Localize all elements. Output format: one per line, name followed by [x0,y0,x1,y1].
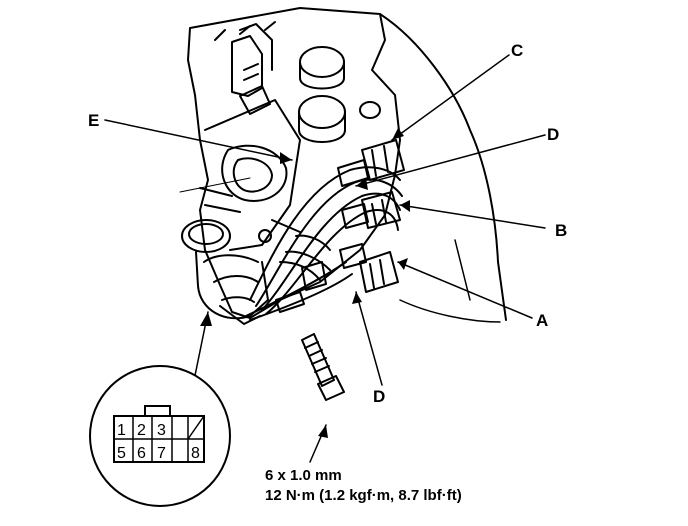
wire-harness [245,166,403,321]
shift-solenoid-assembly [181,219,269,325]
callout-a: A [536,311,549,330]
connector-b [341,191,401,229]
callout-c: C [511,41,524,60]
pin-7: 7 [157,445,166,462]
callout-e: E [88,111,100,130]
bolt-size-label: 6 x 1.0 mm [265,467,342,484]
empty-pin-slash [187,415,205,440]
pin-6: 6 [137,445,146,462]
wire-clips [231,23,273,115]
connector-latch [144,405,171,417]
mounting-bolt [301,333,345,401]
pin-8: 8 [191,445,200,462]
housing-plugs [298,46,381,143]
case-edge [379,13,507,323]
connector-c [361,139,405,181]
connector-face-inset: 1 2 3 5 6 7 8 [89,365,231,507]
callout-d-upper: D [547,125,560,144]
pin-3: 3 [157,422,166,439]
callout-b: B [555,221,568,240]
bolt-torque-label: 12 N·m (1.2 kgf·m, 8.7 lbf·ft) [265,487,462,504]
pin-2: 2 [137,422,146,439]
callout-d-lower: D [373,387,386,406]
leader-arrowheads [200,128,410,438]
connector-d-upper [337,159,369,187]
pin-1: 1 [117,422,126,439]
pin-5: 5 [117,445,126,462]
connector-a [339,243,399,293]
